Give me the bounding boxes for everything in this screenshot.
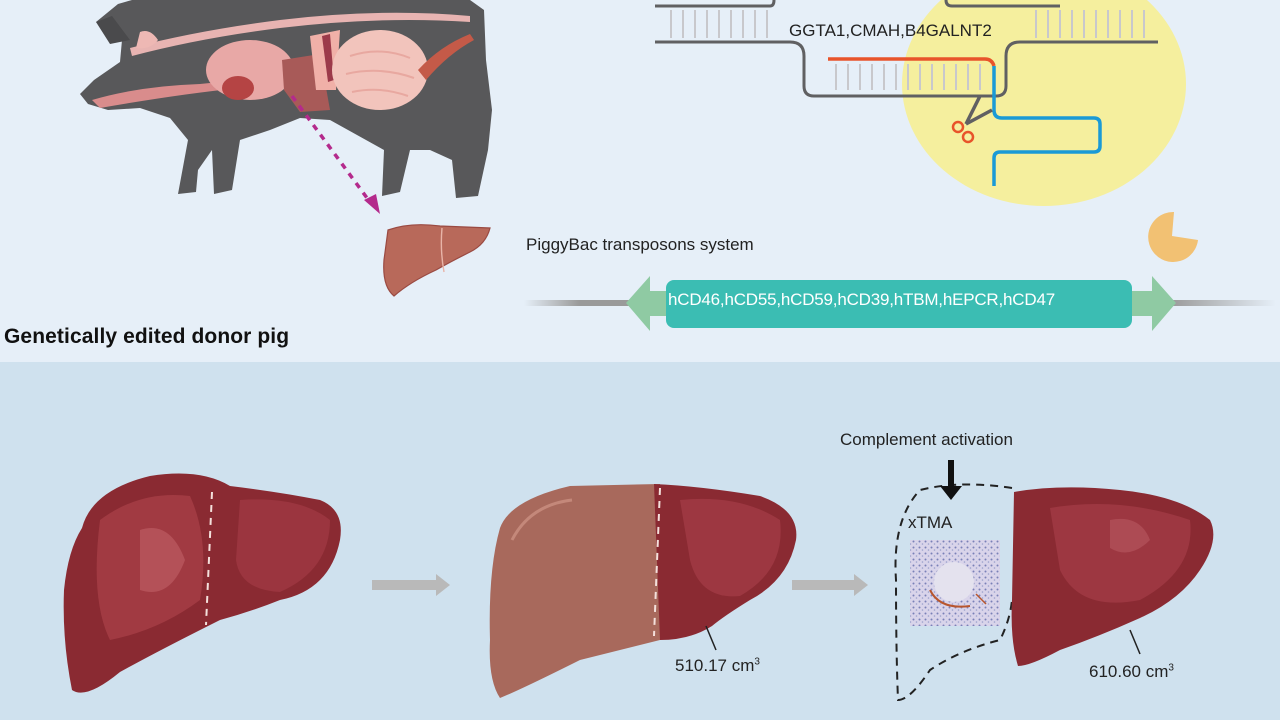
resected-lobe-outline bbox=[894, 483, 1013, 702]
guide-rna bbox=[828, 57, 996, 67]
transgene-cassette bbox=[666, 280, 1132, 328]
complement-arrow bbox=[940, 460, 962, 500]
pig-colon bbox=[418, 34, 474, 80]
section-title-donor-pig: Genetically edited donor pig bbox=[4, 325, 290, 348]
pig-illustration bbox=[80, 0, 492, 198]
pig-organs-trachea bbox=[92, 80, 240, 108]
transgenes-label: hCD46,hCD55,hCD59,hCD39,hTBM,hEPCR,hCD47 bbox=[668, 290, 1055, 309]
regenerated-liver bbox=[1011, 487, 1214, 666]
piggybac-construct bbox=[524, 276, 1276, 331]
arrow-2 bbox=[792, 574, 868, 596]
unit-superscript: 3 bbox=[1168, 662, 1174, 674]
volume-value: 610.60 cm bbox=[1089, 662, 1169, 681]
volume-after-regeneration: 610.60 cm3 bbox=[1089, 662, 1174, 682]
xtma-label: xTMA bbox=[908, 513, 953, 532]
complement-activation-label: Complement activation bbox=[840, 430, 1013, 449]
native-liver bbox=[63, 473, 341, 693]
donor-liver-small bbox=[383, 224, 491, 297]
itr-right bbox=[1132, 276, 1176, 331]
piggybac-system-label: PiggyBac transposons system bbox=[526, 235, 754, 254]
pig-organs-spine bbox=[130, 12, 470, 56]
harvest-arrow bbox=[290, 94, 380, 214]
pig-heart bbox=[222, 76, 254, 100]
unit-superscript: 3 bbox=[754, 656, 760, 668]
arrow-1 bbox=[372, 574, 450, 596]
cas9-complex bbox=[655, 0, 1186, 206]
knockout-genes-label: GGTA1,CMAH,B4GALNT2 bbox=[789, 21, 992, 40]
rna-scaffold bbox=[992, 66, 1102, 186]
xtma-histology-image bbox=[910, 540, 1000, 626]
volume-after-resection: 510.17 cm3 bbox=[675, 656, 760, 676]
graft-liver bbox=[489, 484, 797, 698]
volume-value: 510.17 cm bbox=[675, 656, 755, 675]
cas9-protein bbox=[902, 0, 1186, 206]
transposase-icon bbox=[1148, 211, 1198, 262]
scissors-icon bbox=[951, 95, 993, 144]
itr-left bbox=[626, 276, 668, 331]
